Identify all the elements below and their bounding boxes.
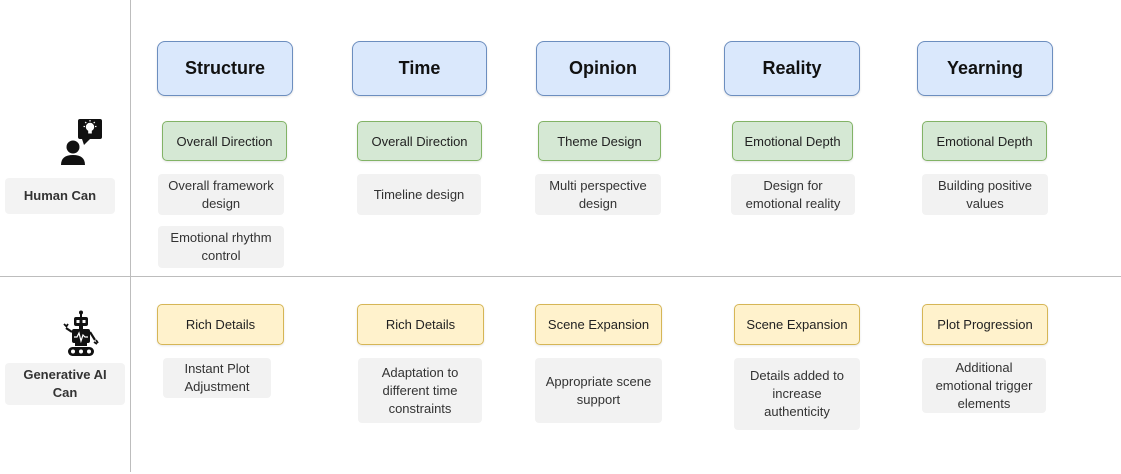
human-tag-reality: Emotional Depth bbox=[732, 121, 853, 161]
human-tag-time: Overall Direction bbox=[357, 121, 482, 161]
vertical-divider bbox=[130, 0, 131, 472]
ai-note-reality: Details added to increase authenticity bbox=[734, 358, 860, 430]
column-header-structure: Structure bbox=[157, 41, 293, 96]
human-note-yearning-1: Building positive values bbox=[922, 174, 1048, 215]
ai-tag-yearning: Plot Progression bbox=[922, 304, 1048, 345]
ai-tag-opinion: Scene Expansion bbox=[535, 304, 662, 345]
human-tag-structure: Overall Direction bbox=[162, 121, 287, 161]
horizontal-divider bbox=[0, 276, 1121, 277]
ai-note-time: Adaptation to different time constraints bbox=[358, 358, 482, 423]
column-header-opinion: Opinion bbox=[536, 41, 670, 96]
generative-ai-can-label: Generative AI Can bbox=[5, 363, 125, 405]
human-tag-yearning: Emotional Depth bbox=[922, 121, 1047, 161]
column-header-yearning: Yearning bbox=[917, 41, 1053, 96]
human-note-structure-1: Overall framework design bbox=[158, 174, 284, 215]
column-header-reality: Reality bbox=[724, 41, 860, 96]
human-note-time-1: Timeline design bbox=[357, 174, 481, 215]
person-idea-icon bbox=[61, 119, 102, 165]
human-can-label: Human Can bbox=[5, 178, 115, 214]
robot-icon bbox=[63, 310, 99, 356]
ai-tag-structure: Rich Details bbox=[157, 304, 284, 345]
ai-note-opinion: Appropriate scene support bbox=[535, 358, 662, 423]
ai-note-structure: Instant Plot Adjustment bbox=[163, 358, 271, 398]
human-note-opinion-1: Multi perspective design bbox=[535, 174, 661, 215]
ai-tag-reality: Scene Expansion bbox=[734, 304, 860, 345]
column-header-time: Time bbox=[352, 41, 487, 96]
human-note-structure-2: Emotional rhythm control bbox=[158, 226, 284, 268]
ai-tag-time: Rich Details bbox=[357, 304, 484, 345]
human-note-reality-1: Design for emotional reality bbox=[731, 174, 855, 215]
ai-note-yearning: Additional emotional trigger elements bbox=[922, 358, 1046, 413]
human-tag-opinion: Theme Design bbox=[538, 121, 661, 161]
